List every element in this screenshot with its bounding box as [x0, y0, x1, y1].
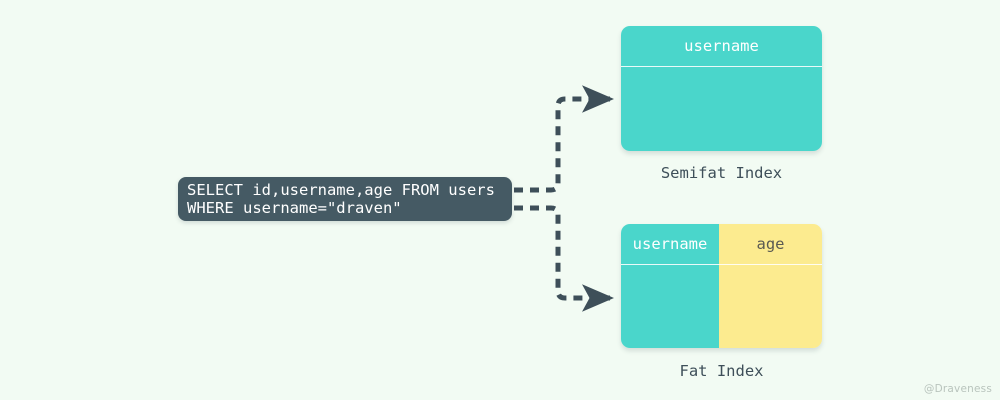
sql-query-line-1: SELECT id,username,age FROM users: [187, 181, 495, 199]
fat-index-box: username age: [621, 224, 822, 348]
semifat-column-username: username: [621, 26, 822, 151]
semifat-index-caption: Semifat Index: [660, 164, 783, 182]
fat-index-caption: Fat Index: [679, 362, 764, 380]
sql-query-line-2: WHERE username="draven": [187, 198, 402, 217]
watermark-label: @Draveness: [923, 383, 992, 395]
semifat-index-box: username: [621, 26, 822, 151]
fat-column-body-username: [621, 265, 719, 348]
fat-column-header-username: username: [621, 224, 719, 265]
semifat-column-body-username: [621, 67, 822, 151]
sql-query-box: SELECT id,username,age FROM users WHERE …: [178, 177, 512, 221]
semifat-column-header-username: username: [621, 26, 822, 67]
connector-query-to-fat: [514, 205, 615, 312]
connector-query-to-semifat: [514, 85, 615, 193]
fat-column-username: username: [621, 224, 719, 348]
fat-column-body-age: [719, 265, 822, 348]
fat-column-header-age: age: [719, 224, 822, 265]
fat-column-age: age: [719, 224, 822, 348]
